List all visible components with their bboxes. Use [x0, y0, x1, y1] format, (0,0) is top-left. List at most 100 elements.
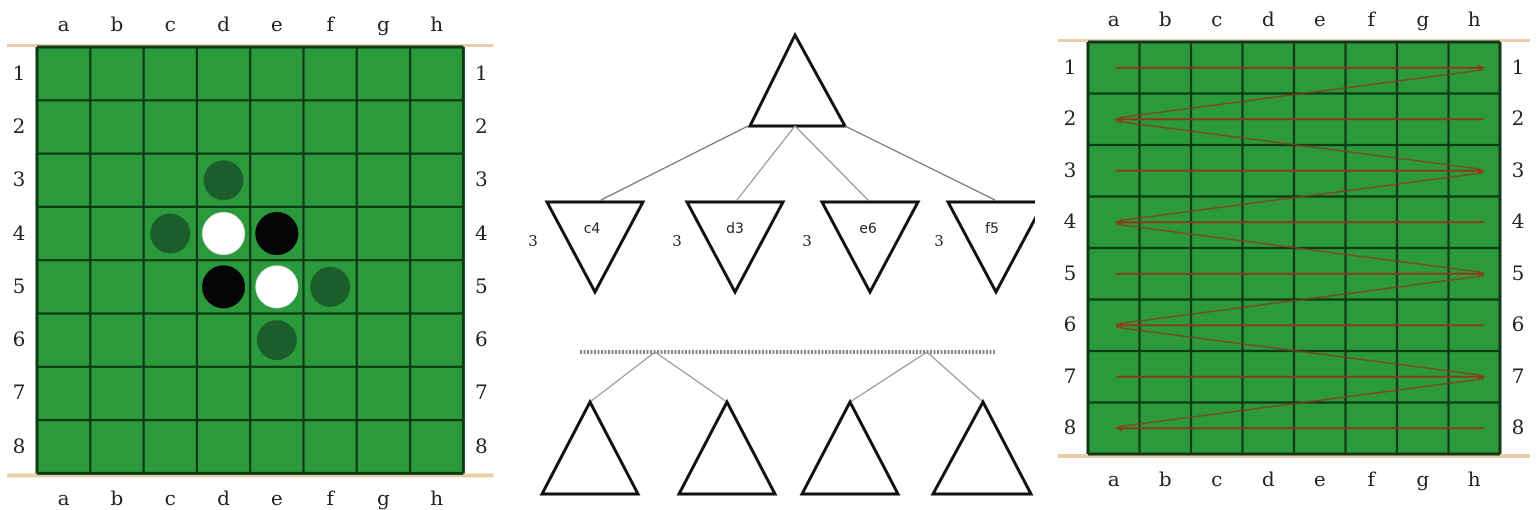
left-board-column-label-top: b — [110, 12, 124, 36]
left-board-column-label-top: g — [377, 12, 390, 36]
right-board-column-label-bottom: b — [1158, 467, 1172, 491]
right-board-row-label-left: 8 — [1063, 415, 1077, 440]
child-score-label: 3 — [802, 232, 812, 250]
scan-connector-line — [1121, 274, 1485, 325]
right-board-column-label-bottom: e — [1313, 467, 1326, 491]
right-board-row-label-left: 2 — [1063, 106, 1077, 131]
child-node-triangle — [544, 200, 646, 296]
leaf-node-triangle — [799, 398, 901, 496]
right-board-column-label-top: g — [1416, 7, 1430, 31]
right-board-column-label-bottom: d — [1261, 467, 1275, 491]
board-border-bottom — [7, 473, 494, 478]
left-board-column-label-bottom: c — [164, 486, 176, 510]
legal-move-marker — [256, 320, 297, 361]
left-board-row-label-left: 6 — [12, 327, 26, 352]
left-board-row-label-right: 1 — [475, 60, 488, 85]
scan-connector-line — [1121, 68, 1485, 119]
right-board-row-label-left: 3 — [1063, 157, 1077, 182]
left-board-row-label-right: 6 — [475, 327, 488, 352]
right-board-row-label-right: 3 — [1511, 157, 1525, 182]
tree-edge — [589, 351, 656, 403]
right-board-row-label-right: 6 — [1511, 312, 1525, 337]
right-board-column-label-bottom: c — [1211, 467, 1223, 491]
left-board-row-label-left: 8 — [12, 433, 26, 458]
child-move-label: c4 — [584, 221, 601, 237]
left-board-row-label-left: 1 — [12, 60, 26, 85]
board-border-bottom — [1058, 454, 1530, 458]
left-board-row-label-left: 4 — [12, 220, 26, 245]
left-board-column-label-top: a — [57, 12, 70, 36]
tree-edge — [600, 125, 749, 201]
right-board-column-label-top: c — [1211, 7, 1223, 31]
left-board-row-label-right: 7 — [475, 380, 488, 405]
scan-connector-line — [1121, 377, 1485, 428]
left-board-column-label-top: c — [164, 12, 176, 36]
left-othello-board — [7, 44, 494, 478]
left-board-column-label-bottom: d — [217, 486, 230, 510]
left-board-row-label-right: 4 — [475, 220, 488, 245]
left-board-column-label-top: d — [217, 12, 230, 36]
right-board-row-label-left: 6 — [1063, 312, 1077, 337]
child-score-label: 3 — [934, 232, 944, 250]
scan-connector-line — [1121, 171, 1485, 222]
tree-edge — [654, 351, 728, 403]
left-board-row-label-left: 5 — [12, 273, 26, 298]
right-board-row-label-right: 2 — [1511, 106, 1525, 131]
right-board-column-label-bottom: g — [1416, 467, 1430, 491]
white-disc — [255, 265, 299, 309]
leaf-node-triangle — [930, 398, 1034, 496]
right-board-column-label-top: a — [1107, 7, 1120, 31]
child-node-triangle — [945, 200, 1047, 296]
right-board-row-label-left: 1 — [1063, 54, 1077, 79]
tree-edge — [926, 351, 984, 403]
tree-edge — [849, 351, 928, 403]
scan-connector-line — [1115, 223, 1479, 273]
game-tree-diagram: c4 d3 e6 f5 3 3 3 3 — [528, 31, 1047, 496]
root-node-triangle — [747, 31, 848, 128]
right-board-row-label-left: 5 — [1063, 260, 1077, 285]
tree-edge — [844, 125, 996, 201]
left-board-column-label-bottom: b — [110, 486, 124, 510]
right-board-row-label-right: 8 — [1511, 415, 1525, 440]
right-board-row-label-left: 7 — [1063, 363, 1077, 388]
right-board-column-label-bottom: f — [1367, 467, 1375, 491]
right-board-column-label-top: e — [1313, 7, 1326, 31]
child-move-label: f5 — [985, 221, 999, 237]
left-board-row-label-right: 3 — [475, 167, 488, 192]
left-board-row-label-right: 8 — [475, 433, 488, 458]
left-board-row-label-left: 2 — [12, 113, 26, 138]
child-node-triangle — [684, 200, 786, 296]
right-board-column-label-top: h — [1467, 7, 1481, 31]
left-board-row-label-right: 2 — [475, 113, 488, 138]
left-board-column-label-top: h — [430, 12, 444, 36]
scan-connector-line — [1115, 120, 1479, 170]
right-board-column-label-top: f — [1367, 7, 1375, 31]
child-score-label: 3 — [672, 232, 682, 250]
right-board-row-label-right: 1 — [1511, 54, 1525, 79]
left-board-row-label-left: 7 — [12, 380, 26, 405]
child-score-label: 3 — [528, 232, 538, 250]
child-node-triangle — [819, 200, 921, 296]
right-board-column-label-bottom: h — [1467, 467, 1481, 491]
right-board-column-label-top: d — [1261, 7, 1275, 31]
game-tree-panel: c4 d3 e6 f5 3 3 3 3 — [505, 0, 1047, 503]
black-disc — [202, 265, 246, 309]
right-board-row-label-right: 4 — [1511, 209, 1525, 234]
left-board-column-label-bottom: g — [377, 486, 390, 510]
right-board-row-label-left: 4 — [1063, 209, 1077, 234]
child-move-label: d3 — [726, 221, 744, 237]
left-board-column-label-bottom: e — [270, 486, 283, 510]
black-disc — [255, 212, 299, 256]
left-board-row-label-left: 3 — [12, 167, 26, 192]
white-disc — [202, 212, 246, 256]
left-board-row-label-right: 5 — [475, 273, 488, 298]
right-board-row-label-right: 5 — [1511, 260, 1525, 285]
legal-move-marker — [150, 213, 191, 254]
tree-edge — [794, 125, 869, 201]
left-board-column-label-top: f — [326, 12, 334, 36]
right-board-row-label-right: 7 — [1511, 363, 1525, 388]
leaf-node-triangle — [539, 398, 641, 496]
scan-connector-line — [1115, 326, 1479, 376]
right-board-column-label-bottom: a — [1107, 467, 1120, 491]
